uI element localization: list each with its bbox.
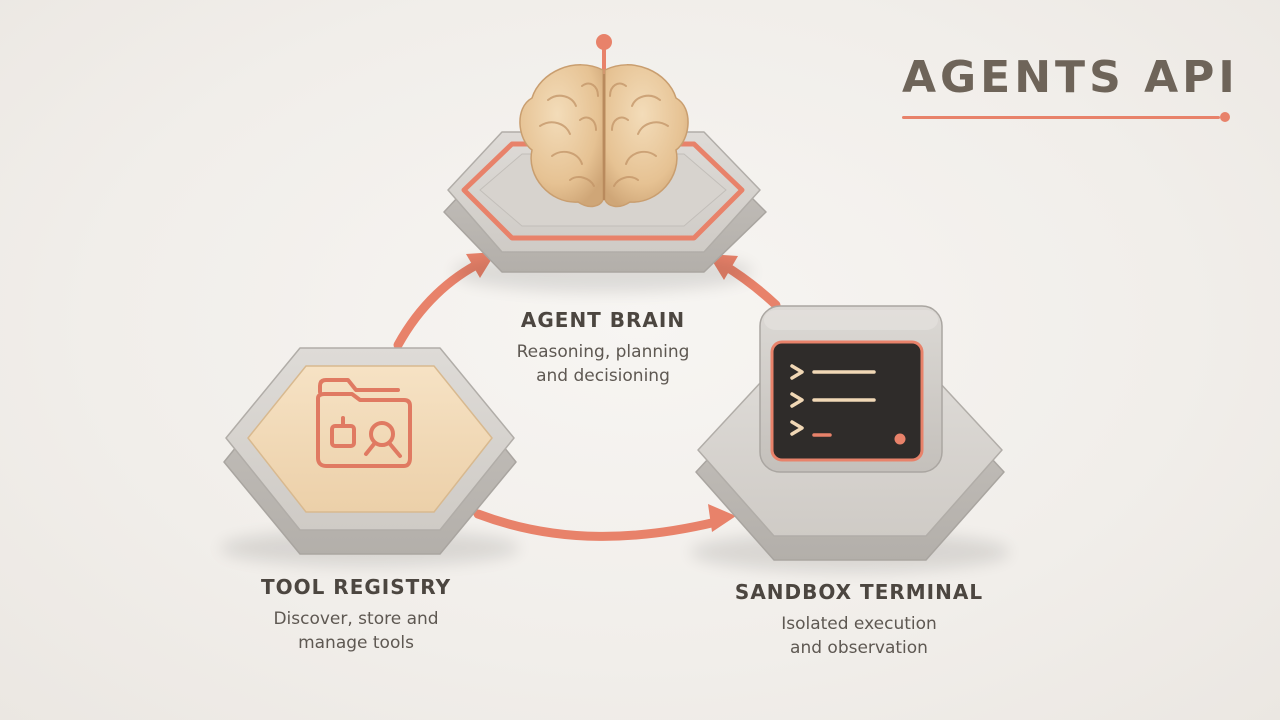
node-sandbox-terminal bbox=[690, 305, 1010, 572]
terminal-icon bbox=[770, 340, 924, 462]
folder-search-icon bbox=[316, 378, 412, 468]
brain-icon bbox=[519, 64, 689, 208]
node-desc-agent-brain: Reasoning, planning and decisioning bbox=[516, 342, 690, 386]
title-underline bbox=[902, 116, 1220, 119]
node-tool-registry bbox=[220, 347, 520, 566]
node-name-sandbox-terminal: SANDBOX TERMINAL bbox=[734, 580, 984, 604]
node-name-tool-registry: TOOL REGISTRY bbox=[260, 575, 452, 599]
node-agent-brain bbox=[443, 34, 767, 292]
node-desc-tool-registry: Discover, store and manage tools bbox=[273, 609, 439, 653]
title-underline-dot bbox=[1220, 112, 1230, 122]
arrowhead-tools-to-sandbox bbox=[708, 504, 736, 532]
node-name-agent-brain: AGENT BRAIN bbox=[520, 308, 686, 332]
node-desc-sandbox-terminal: Isolated execution and observation bbox=[781, 614, 937, 658]
label-agent-brain: AGENT BRAIN Reasoning, planning and deci… bbox=[453, 308, 753, 388]
label-sandbox-terminal: SANDBOX TERMINAL Isolated execution and … bbox=[709, 580, 1009, 660]
page-title: AGENTS API bbox=[902, 52, 1239, 103]
label-tool-registry: TOOL REGISTRY Discover, store and manage… bbox=[206, 575, 506, 655]
edge-tools-to-sandbox bbox=[473, 509, 721, 541]
